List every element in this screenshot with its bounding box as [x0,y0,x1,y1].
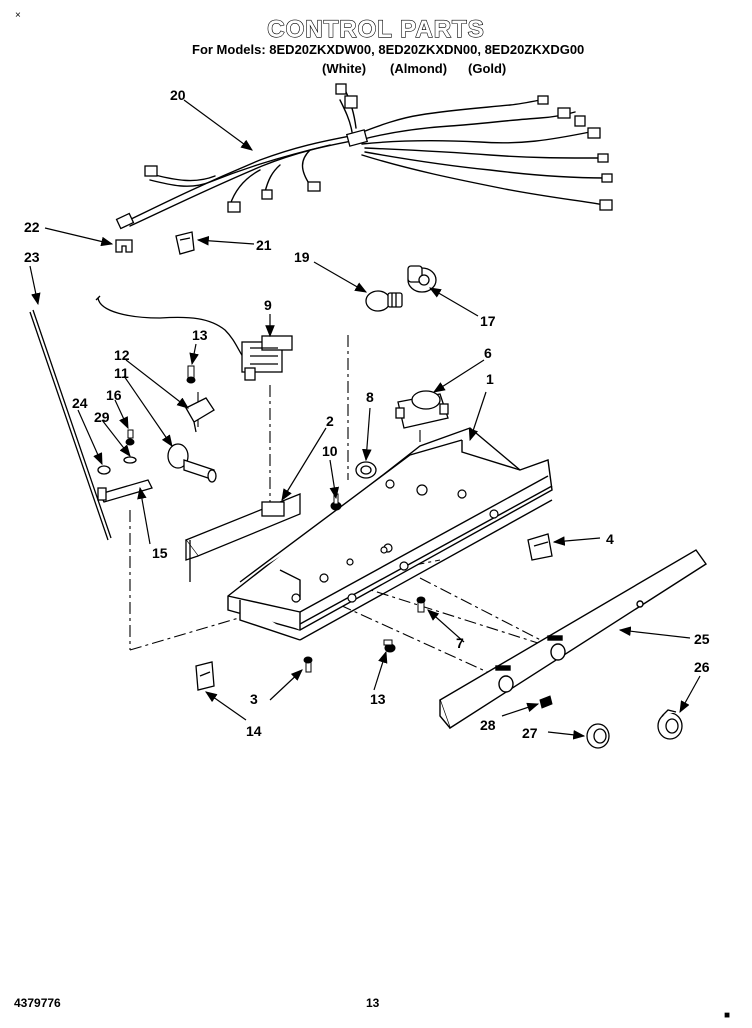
callout-10: 10 [322,443,338,459]
part-29-washer [123,456,137,464]
part-13-screw-lower [383,639,396,653]
part-19-bulb [365,290,403,312]
callout-26: 26 [694,659,710,675]
callout-17: 17 [480,313,496,329]
part-24-nut [97,465,111,475]
callout-8: 8 [366,389,374,405]
part-12-bracket [185,397,215,433]
color-gold: (Gold) [468,61,507,76]
callout-24: 24 [72,395,88,411]
callout-7: 7 [456,635,464,651]
callout-19: 19 [294,249,310,265]
part-25-panel [439,549,707,730]
page-number: 13 [366,996,380,1010]
part-7-screw [416,596,426,613]
callout-numbers: 20 22 21 23 19 17 9 13 12 11 16 24 29 15… [24,87,710,741]
callout-4: 4 [606,531,614,547]
page-title: CONTROL PARTS [267,15,485,43]
part-22-clip [115,239,133,253]
document-number: 4379776 [14,996,61,1010]
callout-13-lower: 13 [370,691,386,707]
callout-11: 11 [114,365,129,381]
part-4-clip [527,533,553,561]
callout-27: 27 [522,725,538,741]
corner-mark-top: × [15,10,21,21]
callout-28: 28 [480,717,496,733]
part-27-knob [586,723,610,749]
part-14-clip [195,661,215,691]
part-23-rod [29,309,112,541]
callout-1: 1 [486,371,494,387]
callout-23: 23 [24,249,40,265]
wire-harness [124,89,606,227]
part-2-bracket [184,493,301,582]
part-26-knob [657,709,683,740]
callout-13-upper: 13 [192,327,208,343]
housing-holes [291,479,499,603]
part-21-clip [175,231,195,255]
callout-20: 20 [170,87,186,103]
callout-6: 6 [484,345,492,361]
part-28-pointer [539,695,553,709]
callout-3: 3 [250,691,258,707]
part-8-grommet [355,461,377,479]
part-6-switch [395,390,449,429]
callout-12: 12 [114,347,130,363]
callout-21: 21 [256,237,272,253]
models-line: For Models: 8ED20ZKXDW00, 8ED20ZKXDN00, … [192,42,585,57]
part-11-knob-shaft [167,443,217,483]
callout-15: 15 [152,545,168,561]
part-16-screw [125,429,135,446]
callout-14: 14 [246,723,262,739]
corner-mark-bottom: ■ [724,1010,731,1021]
callout-9: 9 [264,297,272,313]
leader-lines [29,99,701,740]
callout-25: 25 [694,631,710,647]
color-white: (White) [322,61,367,76]
harness-connectors [115,83,613,230]
callout-16: 16 [106,387,122,403]
part-9-thermostat [95,295,293,381]
color-almond: (Almond) [390,61,448,76]
part-13-screw-upper [186,365,196,384]
part-3-screw [303,656,313,673]
part-15-clip [97,479,153,503]
callout-22: 22 [24,219,40,235]
callout-2: 2 [326,413,334,429]
callout-29: 29 [94,409,110,425]
part-1-housing [227,427,553,641]
part-17-socket [407,265,437,293]
